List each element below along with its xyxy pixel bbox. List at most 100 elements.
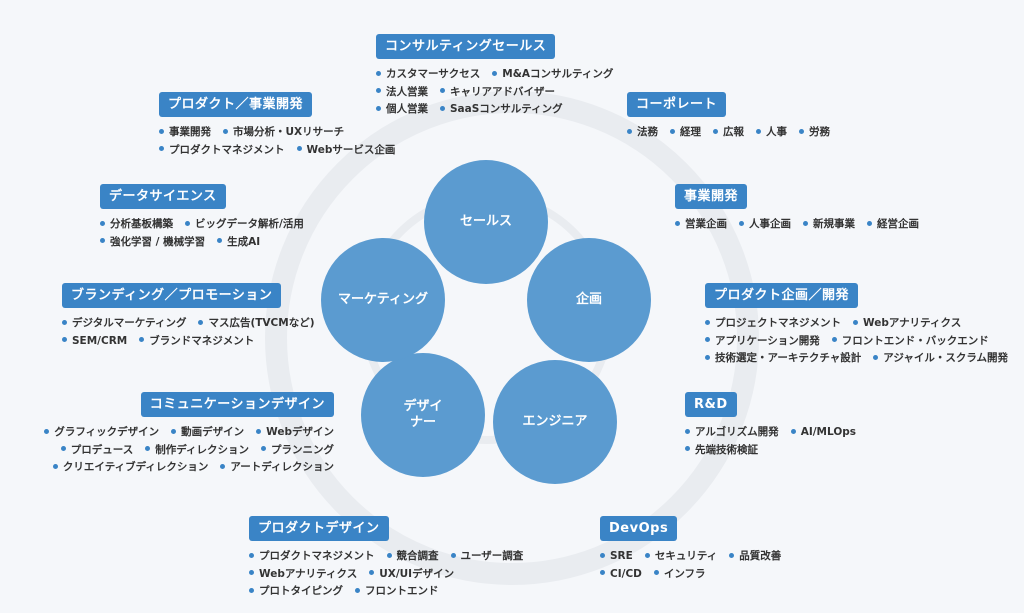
- list-item: 経営企画: [867, 216, 919, 234]
- list-item: CI/CD: [600, 566, 642, 584]
- item-row: SEM/CRM ブランドマネジメント: [62, 333, 315, 351]
- list-item: アジャイル・スクラム開発: [873, 350, 1008, 368]
- list-item: 分析基板構築: [100, 216, 173, 234]
- list-item: フロントエンド: [355, 583, 439, 601]
- group-items: 営業企画人事企画新規事業経営企画: [675, 216, 919, 234]
- list-item: マス広告(TVCMなど): [198, 315, 314, 333]
- item-row: プロデュース制作ディレクションプランニング: [44, 442, 334, 460]
- list-item: 人事: [756, 124, 787, 142]
- list-item: キャリアアドバイザー: [440, 84, 555, 102]
- list-item: 生成AI: [217, 234, 260, 252]
- list-item: Webアナリティクス: [249, 566, 357, 584]
- item-row: プロダクトマネジメント競合調査ユーザー調査: [249, 548, 523, 566]
- group-label: ブランディング／プロモーション: [62, 283, 282, 308]
- item-row: 強化学習 / 機械学習生成AI: [100, 234, 304, 252]
- list-item: SRE: [600, 548, 633, 566]
- list-item: アートディレクション: [220, 459, 334, 477]
- list-item: アプリケーション開発: [705, 333, 820, 351]
- list-item: ブランドマネジメント: [139, 333, 254, 351]
- role-circle-sales: セールス: [424, 160, 548, 284]
- list-item: アルゴリズム開発: [685, 424, 779, 442]
- item-row: 法人営業キャリアアドバイザー: [376, 84, 613, 102]
- group-label: DevOps: [600, 516, 678, 541]
- item-row: 法務経理広報人事労務: [627, 124, 830, 142]
- group-label: コミュニケーションデザイン: [140, 392, 334, 417]
- list-item: カスタマーサクセス: [376, 66, 480, 84]
- group-label: プロダクト／事業開発: [159, 92, 313, 117]
- list-item: 法人営業: [376, 84, 428, 102]
- item-row: 営業企画人事企画新規事業経営企画: [675, 216, 919, 234]
- list-item: プロダクトマネジメント: [249, 548, 375, 566]
- group-label: コンサルティングセールス: [376, 34, 556, 59]
- group-items: SRE セキュリティ品質改善 CI/CD インフラ: [600, 548, 781, 583]
- group-label: コーポレート: [627, 92, 727, 117]
- role-circle-marketing: マーケティング: [321, 238, 445, 362]
- group-items: 法務経理広報人事労務: [627, 124, 830, 142]
- list-item: 技術選定・アーキテクチャ設計: [705, 350, 861, 368]
- list-item: 品質改善: [729, 548, 781, 566]
- group-items: デジタルマーケティングマス広告(TVCMなど)SEM/CRM ブランドマネジメント: [62, 315, 315, 350]
- group-label: プロダクト企画／開発: [705, 283, 859, 308]
- group-data-science: データサイエンス分析基板構築ビッグデータ解析/活用強化学習 / 機械学習生成AI: [100, 184, 304, 251]
- list-item: Webアナリティクス: [853, 315, 961, 333]
- list-item: インフラ: [654, 566, 706, 584]
- group-rnd: R&D アルゴリズム開発 AI/MLOps 先端技術検証: [685, 392, 856, 459]
- item-row: デジタルマーケティングマス広告(TVCMなど): [62, 315, 315, 333]
- list-item: 先端技術検証: [685, 442, 758, 460]
- list-item: 個人営業: [376, 101, 428, 119]
- list-item: 制作ディレクション: [145, 442, 249, 460]
- group-items: 分析基板構築ビッグデータ解析/活用強化学習 / 機械学習生成AI: [100, 216, 304, 251]
- role-circle-designer: デザイ ナー: [361, 353, 485, 477]
- list-item: 新規事業: [803, 216, 855, 234]
- item-row: CI/CD インフラ: [600, 566, 781, 584]
- list-item: ユーザー調査: [451, 548, 524, 566]
- list-item: プロデュース: [61, 442, 133, 460]
- list-item: 広報: [713, 124, 744, 142]
- list-item: Webデザイン: [256, 424, 334, 442]
- item-row: クリエイティブディレクションアートディレクション: [44, 459, 334, 477]
- list-item: ビッグデータ解析/活用: [185, 216, 304, 234]
- list-item: セキュリティ: [645, 548, 717, 566]
- list-item: プランニング: [261, 442, 334, 460]
- list-item: 営業企画: [675, 216, 727, 234]
- list-item: SEM/CRM: [62, 333, 127, 351]
- list-item: 労務: [799, 124, 830, 142]
- list-item: プロダクトマネジメント: [159, 142, 285, 160]
- group-corporate: コーポレート法務経理広報人事労務: [627, 92, 830, 142]
- group-branding: ブランディング／プロモーションデジタルマーケティングマス広告(TVCMなど)SE…: [62, 283, 315, 350]
- list-item: UX/UIデザイン: [369, 566, 454, 584]
- item-row: 先端技術検証: [685, 442, 856, 460]
- group-label: プロダクトデザイン: [249, 516, 389, 541]
- group-label: R&D: [685, 392, 737, 417]
- item-row: アルゴリズム開発 AI/MLOps: [685, 424, 856, 442]
- list-item: AI/MLOps: [791, 424, 856, 442]
- item-row: Webアナリティクス UX/UIデザイン: [249, 566, 523, 584]
- list-item: フロントエンド・バックエンド: [832, 333, 989, 351]
- list-item: 経理: [670, 124, 701, 142]
- group-label: データサイエンス: [100, 184, 226, 209]
- list-item: クリエイティブディレクション: [53, 459, 208, 477]
- item-row: 事業開発市場分析・UXリサーチ: [159, 124, 395, 142]
- group-bizdev: 事業開発営業企画人事企画新規事業経営企画: [675, 184, 919, 234]
- list-item: 競合調査: [387, 548, 439, 566]
- list-item: 強化学習 / 機械学習: [100, 234, 205, 252]
- role-circle-planning: 企画: [527, 238, 651, 362]
- item-row: 技術選定・アーキテクチャ設計アジャイル・スクラム開発: [705, 350, 1008, 368]
- list-item: 人事企画: [739, 216, 791, 234]
- role-circle-engineer: エンジニア: [493, 360, 617, 484]
- list-item: プロトタイピング: [249, 583, 343, 601]
- item-row: 分析基板構築ビッグデータ解析/活用: [100, 216, 304, 234]
- item-row: SRE セキュリティ品質改善: [600, 548, 781, 566]
